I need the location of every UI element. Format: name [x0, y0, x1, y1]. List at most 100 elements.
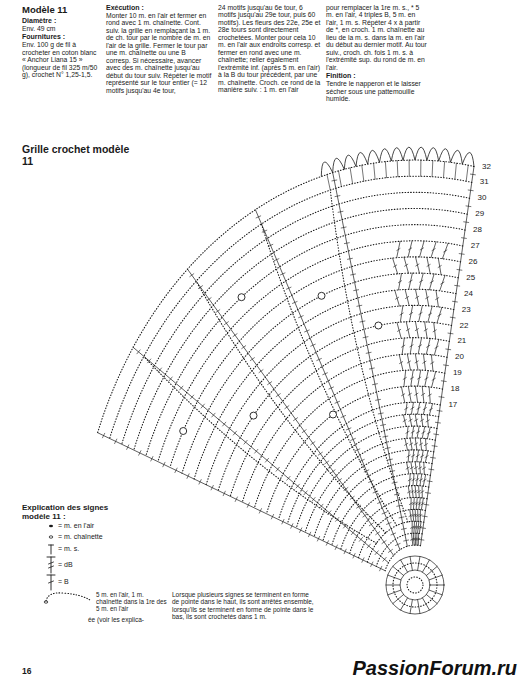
- treble-stitch: [407, 354, 410, 370]
- stitch-crossbar: [380, 566, 382, 571]
- legend-text: = B: [58, 578, 69, 586]
- stitch-crossbar: [369, 368, 374, 369]
- treble-stitch: [393, 258, 398, 274]
- round-number: 24: [464, 289, 473, 299]
- stitch-crossbar: [415, 502, 418, 504]
- treble-stitch: [402, 338, 404, 354]
- flower-ring: [318, 292, 325, 299]
- center-round: [407, 577, 423, 593]
- treble-stitch: [415, 533, 417, 545]
- stitch-crossbar: [376, 532, 380, 535]
- center-ring: [386, 556, 444, 614]
- treble-stitch: [403, 415, 406, 427]
- treble-stitch: [415, 289, 419, 305]
- chain-round: [254, 370, 445, 508]
- stitch-crossbar: [470, 174, 475, 176]
- note-box: Lorsque plusieurs signes se terminent en…: [172, 591, 314, 621]
- treble-stitch: [420, 438, 421, 450]
- stitch-symbol: [409, 160, 410, 176]
- stitch-symbol: [339, 171, 342, 187]
- body-text: Env. 100 g de fil à crocheter en coton b…: [22, 41, 102, 78]
- stitch-crossbar: [403, 420, 406, 422]
- stitch-crossbar: [430, 281, 433, 283]
- treble-stitch: [434, 323, 436, 340]
- stitch-crossbar: [435, 422, 440, 424]
- stitch-symbol: [455, 163, 457, 179]
- stitch-crossbar: [317, 359, 322, 361]
- treble-stitch: [411, 402, 413, 414]
- treble-stitch: [401, 387, 404, 403]
- stitch-crossbar: [163, 462, 165, 467]
- stitch-crossbar: [332, 180, 337, 182]
- stitch-symbol: [410, 600, 412, 614]
- legend-heading: Explication des signes modèle 11 :: [22, 503, 134, 521]
- stitch-crossbar: [158, 368, 161, 372]
- stitch-crossbar: [409, 248, 412, 250]
- stitch-crossbar: [397, 249, 400, 251]
- stitch-crossbar: [363, 514, 367, 517]
- stitch-crossbar: [212, 413, 215, 417]
- stitch-crossbar: [335, 196, 340, 197]
- treble-stitch: [406, 403, 408, 415]
- stitch-crossbar: [276, 394, 280, 397]
- stitch-crossbar: [415, 393, 418, 395]
- round-number: 29: [475, 209, 484, 219]
- stitch-spoke: [421, 167, 475, 546]
- legend-text: = m. chaînette: [58, 533, 103, 541]
- treble-stitch: [395, 290, 400, 306]
- treble-stitch: [400, 306, 403, 322]
- chain-round: [287, 414, 438, 524]
- stitch-crossbar: [353, 554, 355, 559]
- stitch-crossbar: [391, 533, 396, 535]
- stitch-crossbar: [247, 503, 249, 508]
- treble-stitch: [418, 533, 419, 545]
- stitch-crossbar: [320, 504, 323, 508]
- chain-round: [323, 462, 432, 541]
- round-number: 22: [460, 321, 469, 331]
- chain-round: [206, 305, 454, 484]
- stitch-crossbar: [411, 431, 414, 433]
- double-treble-symbol: [51, 557, 52, 573]
- chain-arch: [330, 190, 408, 522]
- stitch-crossbar: [423, 361, 426, 363]
- treble-stitch: [419, 498, 421, 510]
- treble-stitch: [416, 257, 420, 273]
- stitch-crossbar: [223, 422, 226, 426]
- treble-symbol: [47, 575, 55, 576]
- stitch-crossbar: [309, 532, 311, 537]
- stitch-crossbar: [444, 364, 449, 366]
- stitch-crossbar: [407, 361, 410, 363]
- chain-round: [341, 486, 429, 550]
- picot: [333, 158, 345, 172]
- round-number: 23: [462, 305, 471, 315]
- chain-round: [122, 192, 470, 444]
- chain-round: [194, 289, 456, 479]
- stitch-crossbar: [318, 452, 322, 455]
- stitch-symbol: [427, 595, 438, 604]
- stitch-symbol: [429, 590, 442, 595]
- stitch-crossbar: [400, 362, 403, 364]
- chain-round: [242, 354, 447, 502]
- treble-stitch: [397, 323, 401, 339]
- stitch-crossbar: [419, 313, 422, 315]
- treble-stitch: [426, 338, 430, 354]
- treble-stitch: [397, 241, 400, 257]
- stitch-spoke: [333, 173, 408, 547]
- stitch-crossbar: [398, 281, 401, 283]
- stitch-crossbar: [256, 216, 261, 218]
- stitch-crossbar: [444, 250, 447, 252]
- treble-stitch: [410, 498, 411, 510]
- treble-stitch: [419, 522, 421, 534]
- stitch-crossbar: [459, 253, 464, 255]
- stitch-symbol: [427, 566, 438, 575]
- legend-entry: = dB: [58, 561, 73, 569]
- stitch-crossbar: [421, 527, 426, 529]
- stitch-crossbar: [427, 480, 432, 482]
- flower-ring: [330, 411, 337, 418]
- stitch-crossbar: [317, 536, 319, 541]
- round-number-box: 25: [466, 273, 475, 283]
- chain-round: [314, 450, 434, 537]
- stitch-crossbar: [304, 491, 307, 495]
- round-number: 25: [466, 273, 475, 283]
- slip-stitch-symbol: [49, 536, 53, 538]
